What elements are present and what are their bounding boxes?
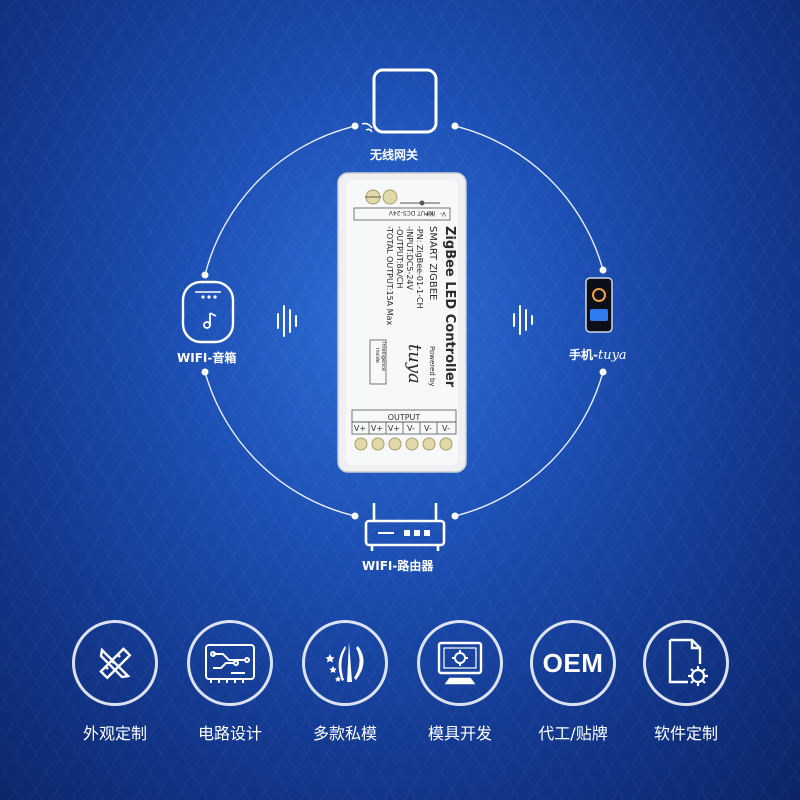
device-spec-0: -PN: ZigBee-01-1-CH (415, 226, 424, 309)
mold-monitor-icon (417, 620, 503, 706)
private-mold-icon (302, 620, 388, 706)
smartphone-icon (585, 277, 613, 333)
output-terminal-5: V- (424, 424, 432, 433)
service-appearance-label: 外观定制 (82, 724, 147, 743)
device-spec-3: -TOTAL OUTPUT:15A Max (385, 226, 394, 325)
arc-speaker-router (204, 371, 356, 517)
service-software-label: 软件定制 (653, 724, 718, 743)
phone-label-text: 手机- (569, 348, 598, 362)
tuya-brand: tuya (597, 348, 627, 363)
arc-gateway-speaker (204, 125, 356, 276)
output-terminal-6: V- (442, 424, 450, 433)
phone-label: 手机-tuya (569, 346, 627, 363)
service-oem: OEM 代工/贴牌 (525, 620, 621, 744)
design-tools-icon (72, 620, 158, 706)
service-mold-development: 模具开发 (412, 620, 508, 744)
service-appearance: 外观定制 (67, 620, 163, 744)
oem-text-icon: OEM (530, 620, 616, 706)
device-brand: tuya (404, 344, 425, 384)
signal-wave-icon-right (513, 305, 533, 335)
device-output-label: OUTPUT (388, 413, 421, 422)
circuit-board-icon (187, 620, 273, 706)
router-label: WIFI-路由器 (362, 559, 434, 573)
device-badge-line-1: Intelligence (380, 342, 386, 371)
device-input-terminal-1: V+ (425, 210, 434, 217)
device-spec-1: -INPUT:DC5-24V (405, 226, 414, 291)
arc-gateway-phone (454, 125, 604, 271)
speaker-label: WIFI-音箱 (177, 351, 237, 365)
device-input-terminal-2: V- (440, 210, 446, 217)
gateway-label: 无线网关 (370, 148, 419, 162)
service-oem-label: 代工/贴牌 (538, 724, 608, 743)
service-private-mold-label: 多款私模 (312, 724, 377, 743)
router-icon (364, 503, 446, 551)
signal-wave-icon-left (277, 305, 297, 337)
output-terminal-2: V+ (371, 424, 383, 433)
service-software: 软件定制 (638, 620, 734, 744)
oem-text: OEM (542, 647, 604, 678)
service-private-mold: 多款私模 (297, 620, 393, 744)
output-terminal-1: V+ (354, 424, 366, 433)
input-terminals (365, 189, 398, 205)
device-spec-2: -OUTPUT:8A/CH (395, 226, 404, 288)
zigbee-controller-device: INPUT DC5-24V (337, 172, 467, 473)
software-doc-icon (643, 620, 729, 706)
service-circuit-label: 电路设计 (197, 724, 262, 743)
device-badge-line-2: Inside (374, 348, 380, 363)
device-title: ZigBee LED Controller (442, 226, 457, 388)
device-powered-by: Powered by (428, 346, 436, 387)
output-terminals (351, 409, 457, 451)
device-input-label: INPUT DC5-24V (388, 209, 435, 216)
device-subtitle: SMART ZIGBEE (427, 226, 438, 300)
output-terminal-4: V- (407, 424, 415, 433)
service-mold-development-label: 模具开发 (427, 724, 492, 743)
smart-speaker-icon (181, 280, 235, 344)
service-circuit: 电路设计 (182, 620, 278, 744)
arc-phone-router (454, 371, 604, 517)
gateway-icon (361, 68, 438, 134)
output-terminal-3: V+ (388, 424, 400, 433)
